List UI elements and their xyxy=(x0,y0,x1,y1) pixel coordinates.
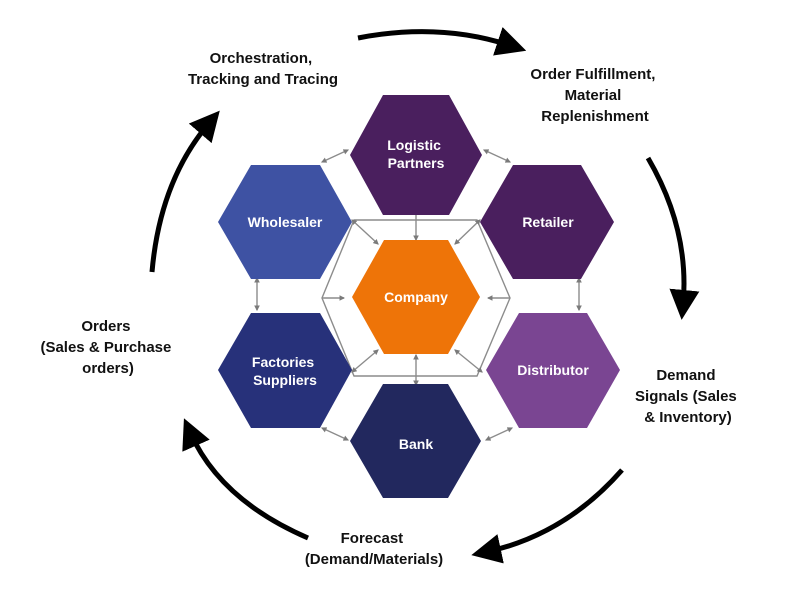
label-orchestration: Orchestration, Tracking and Tracing xyxy=(188,50,338,88)
label-forecast: Forecast (Demand/Materials) xyxy=(305,530,443,568)
hexagon-logistic-partners: Logistic Partners xyxy=(350,95,482,215)
cycle-arrows xyxy=(149,27,700,564)
connector-factories-bank xyxy=(320,427,350,441)
hexagon-shape xyxy=(486,313,620,428)
connector-distributor-company xyxy=(454,349,483,373)
hexagon-distributor: Distributor xyxy=(486,313,620,428)
connector-logistic-wholesaler xyxy=(320,149,350,163)
hexagon-label: Retailer xyxy=(522,214,574,230)
hexagon-label: Factories Suppliers xyxy=(252,354,318,388)
connector-logistic-retailer xyxy=(482,149,512,163)
connector-wholesaler-company xyxy=(351,219,379,245)
cycle-arrow-to-demand xyxy=(645,156,700,320)
cycle-arrow-to-forecast xyxy=(471,468,624,564)
cycle-arrow-to-orders xyxy=(182,418,309,541)
hexagon-shape xyxy=(218,313,352,428)
cycle-arrow-to-fulfillment xyxy=(357,27,527,56)
hexagon-shape xyxy=(352,240,480,354)
label-orders: Orders (Sales & Purchase orders) xyxy=(40,318,175,377)
hexagon-bank: Bank xyxy=(350,384,481,498)
hexagon-label: Company xyxy=(384,289,448,305)
connector-network xyxy=(254,149,582,441)
hexagon-label: Bank xyxy=(399,436,433,452)
hexagon-company: Company xyxy=(352,240,480,354)
connector-distributor-bank xyxy=(484,427,514,441)
label-order-fulfillment: Order Fulfillment, Material Replenishmen… xyxy=(530,66,659,125)
cycle-arrow-to-orchestration xyxy=(149,110,220,273)
hexagon-label: Wholesaler xyxy=(248,214,323,230)
hexagon-retailer: Retailer xyxy=(480,165,614,279)
hexagon-shape xyxy=(218,165,352,279)
hexagon-wholesaler: Wholesaler xyxy=(218,165,352,279)
hexagon-shape xyxy=(350,95,482,215)
label-demand-signals: Demand Signals (Sales & Inventory) xyxy=(635,367,741,426)
hexagon-factories-suppliers: Factories Suppliers xyxy=(218,313,352,428)
hexagon-label: Logistic Partners xyxy=(387,137,445,171)
connector-factories-company xyxy=(351,349,379,373)
hexagon-shape xyxy=(480,165,614,279)
hexagon-label: Distributor xyxy=(517,362,589,378)
connector-retailer-company xyxy=(454,219,481,245)
hexagon-shape xyxy=(350,384,481,498)
